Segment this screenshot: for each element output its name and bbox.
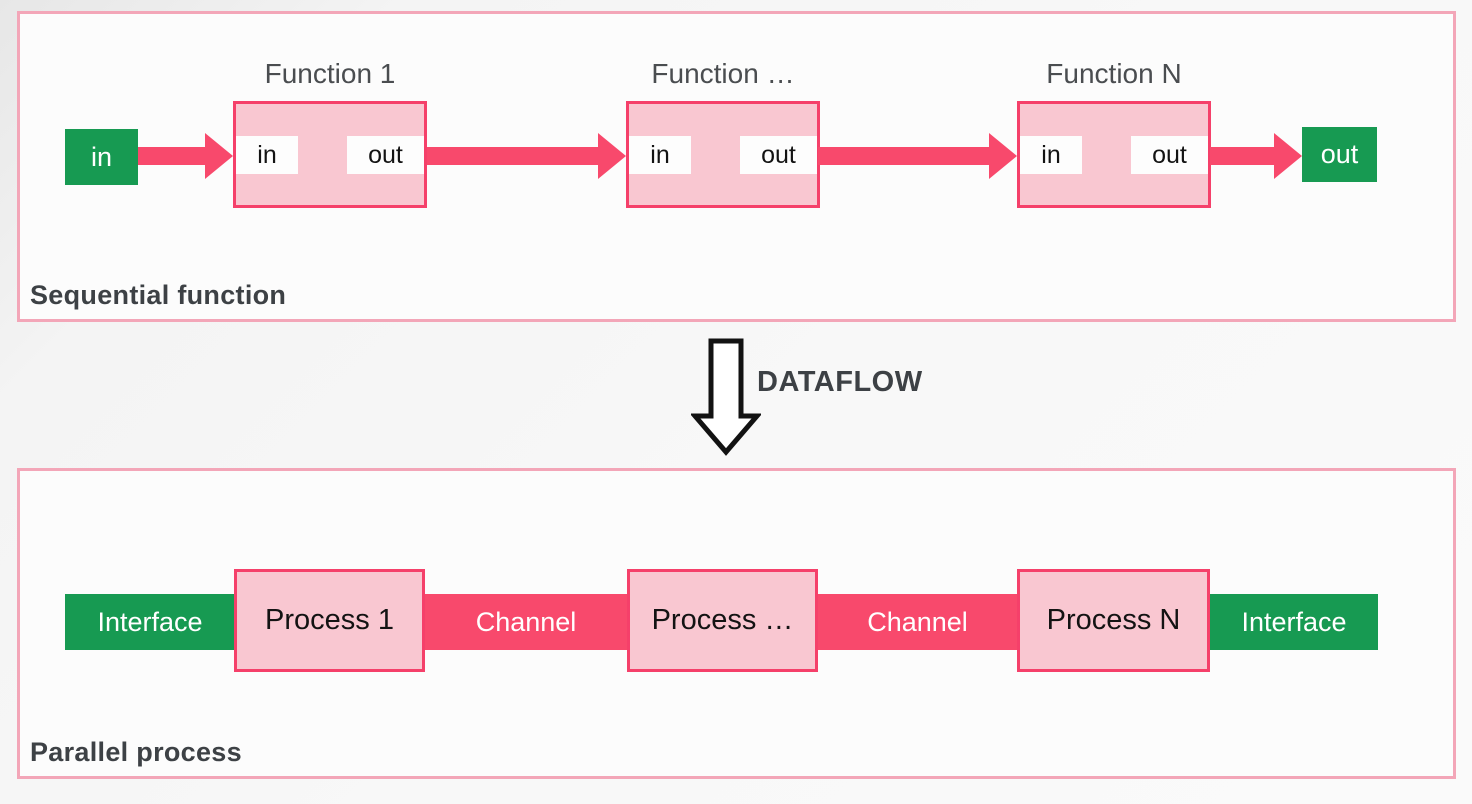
- parallel-process-panel: Interface Channel Channel Process 1 Proc…: [17, 468, 1456, 779]
- sequential-output-box: out: [1302, 127, 1377, 182]
- function-ellipsis-in-port: in: [629, 136, 691, 174]
- interface-left-box: Interface: [65, 594, 235, 650]
- arrow-shaft: [818, 147, 991, 165]
- sequential-input-label: in: [90, 141, 112, 172]
- arrow-shaft: [1210, 147, 1276, 165]
- process-1-label: Process 1: [265, 604, 394, 636]
- flow-arrow-1: [138, 133, 233, 179]
- interface-right-box: Interface: [1210, 594, 1378, 650]
- arrow-shaft: [427, 147, 600, 165]
- dataflow-label: DATAFLOW: [757, 366, 923, 398]
- channel-1-bar: Channel: [425, 594, 627, 650]
- arrow-head-icon: [205, 133, 233, 179]
- arrow-head-icon: [989, 133, 1017, 179]
- function-1-title: Function 1: [264, 58, 396, 89]
- interface-right-label: Interface: [1241, 606, 1347, 637]
- process-n-label: Process N: [1046, 604, 1181, 636]
- process-ellipsis-box: Process …: [627, 569, 818, 672]
- flow-arrow-4: [1210, 133, 1302, 179]
- arrow-head-icon: [598, 133, 626, 179]
- function-1-box: in out: [233, 101, 427, 208]
- process-1-box: Process 1: [234, 569, 425, 672]
- process-n-box: Process N: [1017, 569, 1210, 672]
- dataflow-transform: DATAFLOW: [691, 336, 971, 462]
- arrow-shaft: [138, 147, 207, 165]
- channel-2-label: Channel: [867, 606, 968, 637]
- function-1-in-port: in: [236, 136, 298, 174]
- parallel-panel-label: Parallel process: [30, 737, 242, 767]
- process-ellipsis-label: Process …: [651, 604, 794, 636]
- function-n-title: Function N: [1046, 58, 1182, 89]
- function-1-out-port: out: [347, 136, 424, 174]
- function-n-in-port: in: [1020, 136, 1082, 174]
- down-arrow-icon: [691, 338, 761, 456]
- interface-left-label: Interface: [97, 606, 203, 637]
- function-n-box: in out: [1017, 101, 1211, 208]
- flow-arrow-2: [427, 133, 626, 179]
- function-n-out-port: out: [1131, 136, 1208, 174]
- sequential-function-panel: in Function 1 in out Function … in out F…: [17, 11, 1456, 322]
- function-ellipsis-box: in out: [626, 101, 820, 208]
- function-ellipsis-out-port: out: [740, 136, 817, 174]
- sequential-input-box: in: [65, 129, 138, 185]
- sequential-output-label: out: [1320, 139, 1359, 169]
- channel-1-label: Channel: [475, 606, 577, 637]
- channel-2-bar: Channel: [818, 594, 1017, 650]
- sequential-panel-label: Sequential function: [30, 280, 287, 310]
- function-ellipsis-title: Function …: [651, 58, 795, 89]
- arrow-head-icon: [1274, 133, 1302, 179]
- flow-arrow-3: [818, 133, 1017, 179]
